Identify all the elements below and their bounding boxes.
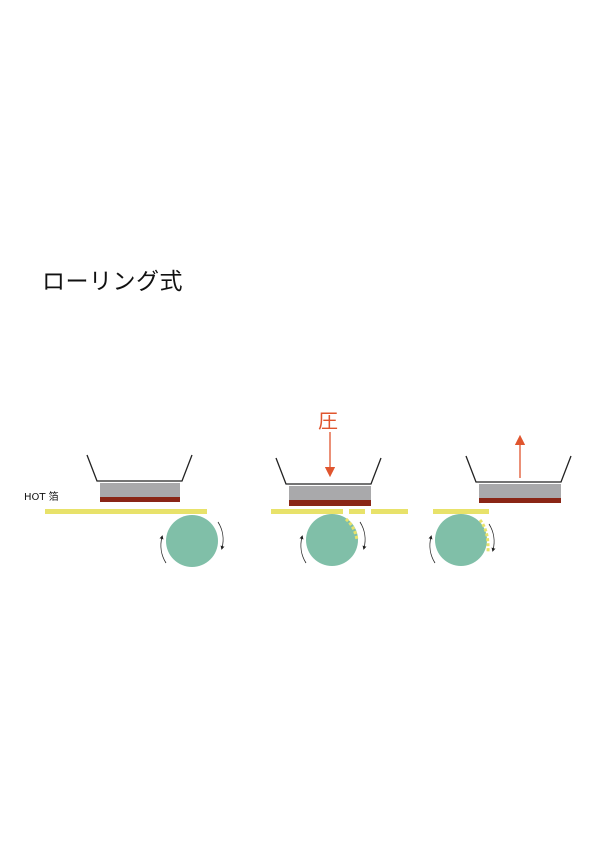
stage-3-transferred-foil xyxy=(478,519,490,553)
stage-2 xyxy=(271,432,408,566)
stage-1-plate xyxy=(100,483,180,497)
stage-2-roller xyxy=(306,514,358,566)
stage-2-foil-right xyxy=(371,509,408,514)
stage-3-roller xyxy=(435,514,487,566)
stage-2-die xyxy=(289,500,371,506)
stage-3-rotation-left-icon xyxy=(428,535,436,564)
stage-3-foil xyxy=(433,509,489,514)
stage-2-holder-frame xyxy=(275,457,382,485)
stage-3 xyxy=(428,434,572,566)
stage-1-die xyxy=(100,497,180,502)
stage-1-roller xyxy=(166,515,218,567)
hot-foil-label: HOT 箔 xyxy=(24,492,59,503)
stage-1-foil xyxy=(45,509,207,514)
stage-2-rotation-left-icon xyxy=(299,535,307,564)
stage-1-rotation-left-icon xyxy=(159,535,167,564)
stage-3-holder-frame xyxy=(465,455,572,483)
page-title: ローリング式 xyxy=(42,269,183,295)
stage-2-plate xyxy=(289,486,371,500)
stage-2-transferred-foil xyxy=(344,517,359,541)
stage-2-foil-left xyxy=(271,509,343,514)
stage-3-rotation-right-icon xyxy=(488,523,496,552)
stage-1-holder-frame xyxy=(86,454,193,482)
stage-3-die xyxy=(479,498,561,503)
stage-1 xyxy=(45,454,225,567)
pressure-label: 圧 xyxy=(318,409,338,433)
stage-1-rotation-right-icon xyxy=(217,521,225,550)
stage-2-foil-mid xyxy=(349,509,365,514)
stage-2-rotation-right-icon xyxy=(359,521,367,550)
stage-3-plate xyxy=(479,484,561,498)
